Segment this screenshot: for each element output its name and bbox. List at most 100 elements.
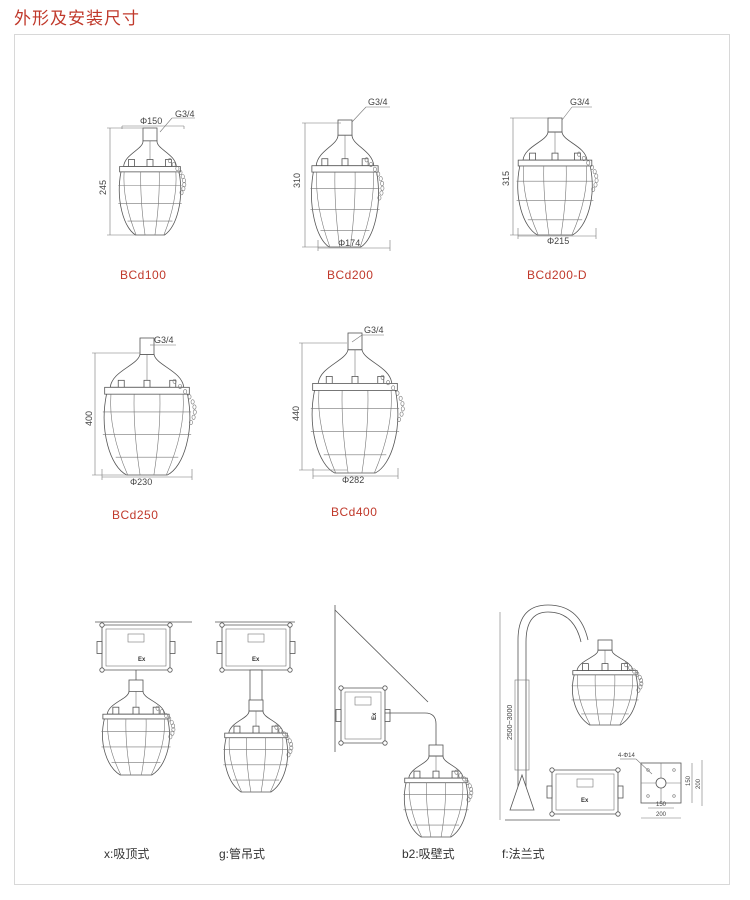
- chain-link: [369, 161, 373, 167]
- chain-link: [289, 745, 294, 751]
- lamp-collar: [224, 732, 288, 739]
- cage-bar: [125, 718, 131, 776]
- screw-icon: [549, 767, 555, 773]
- diameter-dimension: [101, 469, 193, 480]
- bolt-icon: [143, 379, 151, 388]
- chain-link: [468, 793, 473, 799]
- screw-icon: [287, 622, 293, 628]
- box-ear: [96, 641, 103, 654]
- bolt-icon: [146, 159, 154, 167]
- chain-link: [458, 773, 463, 779]
- chain-link: [377, 195, 382, 201]
- lamp-cage: [311, 390, 399, 474]
- flange-holes-label: 4-Φ14: [618, 753, 635, 759]
- junction-box-mark: Ex: [138, 657, 146, 663]
- box-body: [101, 624, 171, 671]
- junction-box-mark: Ex: [581, 798, 589, 804]
- pole: [517, 604, 589, 810]
- chain-link: [469, 790, 474, 796]
- model-name: BCd200: [327, 268, 373, 282]
- junction-box-mark: Ex: [372, 712, 378, 720]
- junction-box-x: [96, 622, 176, 673]
- chain-link: [187, 394, 192, 400]
- cage-bar: [523, 165, 539, 236]
- lamp-bcd250: [102, 337, 197, 476]
- chain-link: [469, 786, 473, 792]
- cage-bar: [361, 390, 369, 474]
- flange-outer-h: 200: [656, 812, 667, 818]
- chain-link: [155, 705, 160, 711]
- chain-link: [190, 399, 195, 405]
- lamp-labels: G3/4 Φ150 245 BCd100 G3/4 Φ174 310 BCd20…: [84, 97, 590, 522]
- lamp-collar: [104, 386, 190, 395]
- chain-link: [577, 151, 581, 157]
- flange-outer-v: 200: [696, 778, 702, 789]
- cage-bar: [316, 172, 331, 248]
- install-caption-g: g:管吊式: [219, 846, 265, 861]
- cage-bar: [543, 165, 550, 236]
- box-ear: [169, 641, 176, 654]
- chain-link: [171, 727, 176, 733]
- junction-box-f: [546, 767, 624, 817]
- diameter-label: Φ282: [342, 475, 364, 485]
- cage-bar: [133, 394, 141, 476]
- screw-icon: [338, 740, 344, 746]
- cage-bar: [110, 394, 128, 476]
- box-ear: [384, 709, 391, 722]
- nameplate: [247, 633, 265, 643]
- chain-link: [288, 748, 293, 754]
- cage-bar: [154, 171, 160, 236]
- chain-link: [636, 687, 641, 693]
- chain-link: [586, 160, 591, 166]
- thread-label: G3/4: [368, 97, 388, 107]
- flange-inner-h: 150: [656, 802, 667, 808]
- screw-icon: [338, 685, 344, 691]
- nameplate: [127, 633, 145, 643]
- bolt-icon: [132, 706, 140, 715]
- screw-icon: [382, 685, 388, 691]
- conduit-entry: [337, 119, 353, 136]
- cage-bar: [270, 737, 284, 793]
- chain-link: [178, 170, 183, 176]
- bolt-icon: [351, 375, 359, 384]
- lamp-bcd400: [310, 332, 405, 474]
- screw-icon: [287, 667, 293, 673]
- cage-bar: [107, 718, 122, 776]
- chain-link: [592, 169, 597, 175]
- bolt-icon: [413, 770, 421, 779]
- chain-link: [380, 374, 385, 380]
- cage-bar: [334, 172, 340, 248]
- thread-label: G3/4: [175, 109, 195, 119]
- lamp-cage: [311, 172, 379, 248]
- conduit-entry: [128, 679, 144, 692]
- box-body: [551, 769, 619, 815]
- chain-link: [192, 409, 197, 415]
- pole-base: [509, 773, 535, 811]
- model-name: BCd200-D: [527, 268, 587, 282]
- bolt-icon: [233, 725, 241, 734]
- diameter-dimension: [317, 240, 391, 251]
- chain-link: [160, 709, 164, 715]
- diameter-label: Φ174: [338, 238, 360, 248]
- chain-link: [167, 716, 172, 722]
- height-dimension: [299, 342, 347, 471]
- cage-bar: [341, 390, 349, 474]
- chain-link: [191, 414, 196, 420]
- screw-icon: [99, 622, 105, 628]
- box-ear: [546, 785, 553, 799]
- conduit-entry: [597, 639, 613, 651]
- pole-height-label: 2500~3000: [507, 705, 514, 740]
- box-ear: [617, 785, 624, 799]
- flange-hole: [655, 777, 667, 789]
- lamp-collar: [572, 670, 638, 676]
- chain-link: [380, 185, 385, 191]
- thread-label: G3/4: [364, 325, 384, 335]
- leader: [159, 117, 173, 133]
- chain-link: [278, 728, 283, 734]
- box-lid: [105, 628, 167, 667]
- box-lid: [225, 628, 287, 667]
- thread-label: G3/4: [154, 335, 174, 345]
- chain-link: [168, 734, 173, 740]
- chain-link: [286, 752, 291, 758]
